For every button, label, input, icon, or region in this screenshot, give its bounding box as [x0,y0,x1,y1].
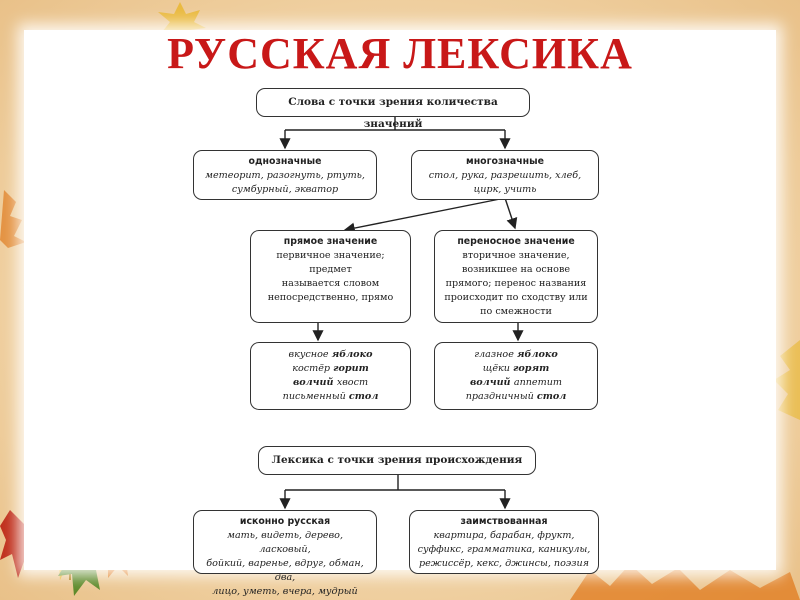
native-words-example: мать, видеть, дерево, ласковый, [226,530,344,555]
multi-meaning-example: стол, рука, разрешить, хлеб, [428,170,582,181]
meaning-root-label: Слова с точки зрения количества значений [288,96,498,130]
maple-leaf-icon [774,340,800,420]
direct-meaning-box: прямое значение первичное значение; пред… [250,230,411,323]
figurative-meaning-desc: прямого; перенос названия [445,278,587,289]
multi-meaning-label: многозначные [466,156,544,167]
borrowed-words-example: суффикс, грамматика, каникулы, [417,544,591,555]
origin-root-label: Лексика с точки зрения происхождения [271,454,523,466]
direct-example-row: костёр горит [292,363,369,374]
direct-example-row: волчий хвост [292,377,369,388]
direct-meaning-label: прямое значение [283,236,378,247]
native-words-example: бойкий, варенье, вдруг, обман, два, [206,558,364,583]
maple-leaf-icon [0,190,26,248]
native-words-example: лицо, уметь, вчера, мудрый [212,586,358,597]
slide-title: РУССКАЯ ЛЕКСИКА [167,29,633,78]
borrowed-words-label: заимствованная [460,516,548,527]
figurative-meaning-desc: по смежности [480,306,552,317]
figurative-examples-box: глазное яблоко щёки горят волчий аппетит… [434,342,598,410]
figurative-example-row: волчий аппетит [469,377,562,388]
single-meaning-example: метеорит, разогнуть, ртуть, [205,170,365,181]
figurative-meaning-label: переносное значение [457,236,575,247]
figurative-meaning-desc: возникшее на основе [461,264,571,275]
single-meaning-label: однозначные [248,156,322,167]
maple-leaf-icon [158,2,206,38]
figurative-example-row: праздничный стол [465,391,567,402]
direct-meaning-desc: называется словом [281,278,380,289]
direct-example-row: вкусное яблоко [288,349,373,360]
origin-root-box: Лексика с точки зрения происхождения [258,446,536,475]
single-meaning-example: сумбурный, экватор [231,184,339,195]
borrowed-words-example: режиссёр, кекс, джинсы, поэзия [418,558,590,569]
borrowed-words-example: квартира, барабан, фрукт, [433,530,575,541]
native-words-label: исконно русская [239,516,331,527]
direct-examples-box: вкусное яблоко костёр горит волчий хвост… [250,342,411,410]
meaning-root-box: Слова с точки зрения количества значений [256,88,530,130]
figurative-meaning-desc: вторичное значение, [462,250,570,261]
figurative-meaning-desc: происходит по сходству или [444,292,588,303]
single-meaning-box: однозначные метеорит, разогнуть, ртуть, … [193,150,377,200]
figurative-example-row: щёки горят [482,363,550,374]
borrowed-words-box: заимствованная квартира, барабан, фрукт,… [409,510,599,574]
multi-meaning-example: цирк, учить [473,184,537,195]
maple-leaf-icon [570,564,800,600]
native-words-box: исконно русская мать, видеть, дерево, ла… [193,510,377,597]
multi-meaning-box: многозначные стол, рука, разрешить, хлеб… [411,150,599,200]
direct-meaning-desc: первичное значение; предмет [276,250,385,275]
direct-meaning-desc: непосредственно, прямо [267,292,394,303]
direct-example-row: письменный стол [282,391,379,402]
figurative-example-row: глазное яблоко [474,349,558,360]
figurative-meaning-box: переносное значение вторичное значение, … [434,230,598,323]
